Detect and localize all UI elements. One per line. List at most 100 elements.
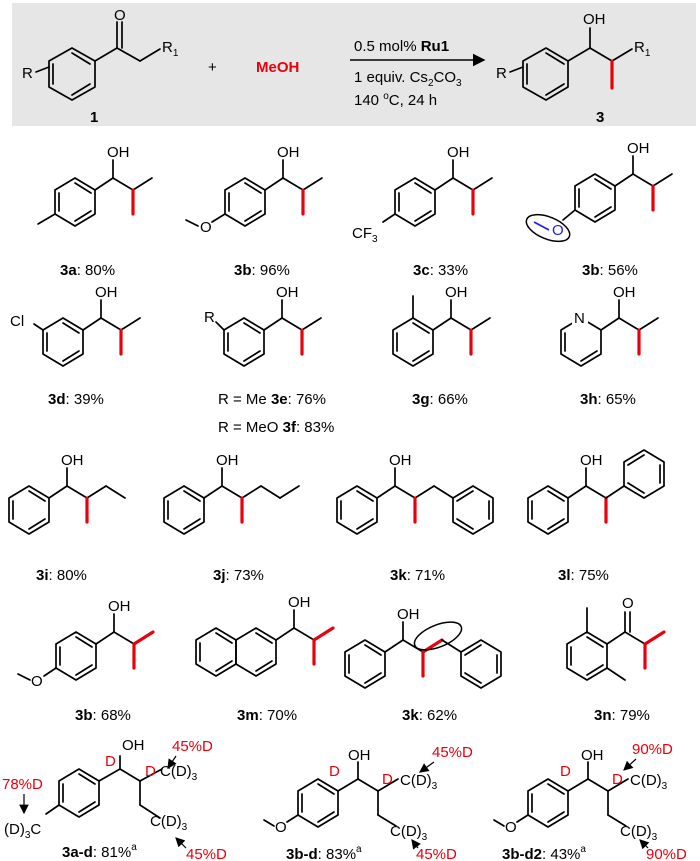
product-oh-label: OH — [583, 11, 606, 28]
structure-3l — [527, 449, 665, 535]
compound-label-3d: 3d: 39% — [48, 391, 104, 408]
compound-label-3m: 3m: 70% — [237, 707, 297, 724]
oh-label: OH — [288, 594, 311, 611]
compound-label-3a-d: 3a-d: 81%a — [62, 842, 137, 861]
structure-3c — [382, 159, 493, 227]
highlight-ellipse — [413, 621, 463, 651]
compound-label-3n: 3n: 79% — [594, 707, 650, 724]
oxygen-label: O — [275, 819, 287, 836]
oh-label: OH — [122, 737, 145, 754]
compound-label-3f: R = MeO 3f: 83% — [218, 419, 334, 436]
oh-label: OH — [627, 140, 650, 157]
oxygen-label: O — [505, 819, 517, 836]
structure-3h — [560, 299, 659, 367]
r-substituent-label: R — [204, 309, 215, 326]
reactant-r1-label: R1 — [162, 39, 179, 59]
compound-label-3h: 3h: 65% — [580, 391, 636, 408]
deuterium-label: D — [329, 763, 340, 780]
structure-3g — [392, 295, 491, 367]
deuterium-label: D — [145, 763, 156, 780]
compound-label-3b-d2: 3b-d2: 43%a — [502, 844, 586, 861]
compound-label-3b-d: 3b-d: 83%a — [286, 844, 362, 861]
compound-label-3c: 3c: 33% — [413, 262, 468, 279]
oh-label: OH — [277, 144, 300, 161]
oxygen-label: O — [200, 219, 212, 236]
product-number: 3 — [596, 109, 604, 126]
oh-label: OH — [447, 144, 470, 161]
compound-label-3b: 3b: 96% — [234, 262, 290, 279]
product-r-label: R — [496, 65, 507, 82]
d3c-group: (D)3C — [4, 821, 41, 841]
oh-label: OH — [397, 606, 420, 623]
deuterium-percent: 78%D — [2, 776, 43, 793]
structure-3m — [195, 609, 335, 677]
oh-label: OH — [389, 452, 412, 469]
oh-label: OH — [445, 284, 468, 301]
compound-label-3k: 3k: 71% — [390, 567, 445, 584]
deuterium-label: D — [612, 771, 623, 788]
deuterium-percent: 90%D — [646, 846, 687, 861]
oh-label: OH — [61, 452, 84, 469]
reactant-r-label: R — [22, 65, 33, 82]
oh-label: OH — [107, 144, 130, 161]
chlorine-label: Cl — [10, 313, 24, 330]
structure-3j — [163, 467, 300, 535]
deuterium-label: D — [382, 771, 393, 788]
structure-3b-circled — [525, 155, 673, 243]
methanol-reagent: MeOH — [256, 59, 299, 76]
structure-3e-3f — [215, 299, 322, 367]
carbonyl-oxygen-label: O — [622, 595, 634, 612]
structure-3b-methoxy-row4 — [17, 613, 155, 681]
oxygen-label: O — [552, 222, 564, 239]
plus-sign: + — [208, 59, 217, 76]
label-arrow — [167, 755, 177, 769]
deuterium-percent: 45%D — [416, 846, 457, 861]
product-3-structure — [509, 27, 633, 101]
header-background — [12, 3, 696, 126]
label-arrow — [419, 761, 435, 773]
structure-3d — [33, 299, 141, 367]
reactant-1-structure — [35, 21, 161, 101]
deuterium-percent: 90%D — [632, 741, 673, 758]
condition-base: 1 equiv. Cs2CO3 — [354, 69, 462, 89]
oh-label: OH — [580, 452, 603, 469]
oh-label: OH — [108, 598, 131, 615]
nitrogen-label: N — [574, 310, 585, 327]
cf3-label: CF3 — [352, 225, 378, 245]
deuterium-percent: 45%D — [186, 846, 227, 861]
compound-label-3l: 3l: 75% — [558, 567, 609, 584]
structure-3k-circled — [344, 621, 502, 689]
compound-label-3g: 3g: 66% — [412, 391, 468, 408]
oh-label: OH — [276, 284, 299, 301]
oxygen-label: O — [31, 673, 43, 690]
condition-catalyst: 0.5 mol% Ru1 — [354, 38, 449, 55]
cd3-group: C(D)3 — [160, 763, 198, 783]
compound-label-3b: 3b: 68% — [75, 707, 131, 724]
deuterium-label: D — [105, 753, 116, 770]
cd3-group: C(D)3 — [150, 813, 188, 833]
compound-label-3i: 3i: 80% — [36, 567, 87, 584]
structure-3i — [8, 467, 126, 535]
cd3-group: C(D)3 — [400, 772, 438, 792]
product-r1-label: R1 — [634, 39, 651, 59]
structure-3b-methoxy — [185, 159, 323, 227]
structure-3a-d — [45, 755, 163, 819]
oh-label: OH — [95, 284, 118, 301]
compound-label-3j: 3j: 73% — [213, 567, 264, 584]
label-arrow — [175, 837, 187, 849]
cd3-group: C(D)3 — [620, 823, 658, 843]
label-arrow — [623, 758, 637, 771]
oh-label: OH — [216, 452, 239, 469]
oh-label: OH — [613, 284, 636, 301]
cd3-group: C(D)3 — [630, 772, 668, 792]
carbonyl-oxygen-label: O — [114, 7, 126, 24]
structure-3k — [336, 467, 494, 535]
structure-3b-d — [263, 761, 399, 828]
reactant-number: 1 — [90, 109, 98, 126]
structure-3a — [37, 159, 153, 227]
structure-3b-d2 — [493, 761, 629, 828]
label-arrow — [411, 839, 421, 850]
deuterium-percent: 45%D — [432, 744, 473, 761]
cd3-group: C(D)3 — [390, 823, 428, 843]
